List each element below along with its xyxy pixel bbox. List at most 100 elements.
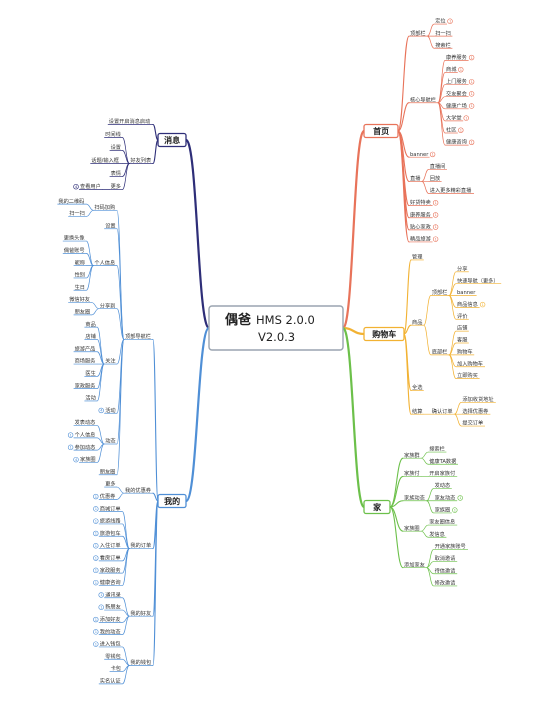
leaf-node[interactable]: 购物车 (456, 347, 475, 355)
leaf-node[interactable]: 设置 (104, 221, 117, 229)
leaf-node[interactable]: 偶爸账号 (62, 246, 87, 254)
leaf-node[interactable]: 朋友圈 (73, 307, 92, 315)
leaf-node[interactable]: 加入购物车 (456, 359, 485, 367)
leaf-node[interactable]: 昵称 (73, 258, 87, 266)
sub-node[interactable]: 核心导航栏 (409, 95, 438, 103)
leaf-node[interactable]: 开启家族付 (428, 469, 458, 477)
leaf-node[interactable]: 表情 (109, 169, 123, 177)
leaf-node[interactable]: 我的二维码 (57, 197, 87, 205)
leaf-node[interactable]: 进入更多精彩直播 (428, 186, 474, 194)
leaf-node[interactable]: 卡包 (109, 664, 123, 672)
leaf-node[interactable]: 添加收货地址 (461, 395, 496, 403)
sub-node[interactable]: 我的优惠券 (124, 486, 153, 494)
leaf-node[interactable]: 微信好友 (68, 295, 92, 303)
leaf-node[interactable]: 分享 (456, 264, 469, 272)
leaf-node[interactable]: 健康TA数据 (428, 457, 458, 465)
leaf-node[interactable]: 零钱包 (104, 652, 123, 660)
leaf-node[interactable]: 更换头像 (62, 234, 87, 242)
branch-family[interactable]: 家 (363, 499, 391, 515)
leaf-node[interactable]: 话题/输入框 (90, 156, 123, 164)
leaf-node[interactable]: 选择优惠券 (461, 407, 491, 415)
leaf-node[interactable]: 评价 (456, 312, 469, 320)
leaf-node[interactable]: 搜索栏 (428, 445, 447, 453)
sub-node[interactable]: 添加家友 (403, 560, 427, 568)
leaf-node[interactable]: 动态 (104, 437, 117, 445)
leaf-node[interactable]: 快速导航（更多） (456, 276, 502, 284)
leaf-node[interactable]: 发动态 (433, 481, 452, 489)
leaf-node[interactable]: 客服 (456, 336, 469, 344)
center-node[interactable]: 偶爸 HMS 2.0.0 V2.0.3 (208, 305, 344, 351)
branch-mine[interactable]: 我的 (157, 493, 187, 509)
leaf-node[interactable]: 顶部栏 (430, 288, 449, 296)
leaf-node[interactable]: 商场服务 (73, 357, 98, 365)
sub-node[interactable]: 家族动态 (403, 493, 427, 501)
leaf-node[interactable]: 底部栏 (430, 347, 449, 355)
sub-node[interactable]: 管理 (411, 253, 424, 261)
leaf-node[interactable]: banner (456, 290, 477, 296)
sub-node[interactable]: 直播 (409, 174, 422, 182)
leaf-node[interactable]: 设置 (109, 143, 123, 151)
leaf-node[interactable]: 活动 (84, 394, 98, 402)
leaf-node[interactable]: 扫一扫 (68, 209, 87, 217)
leaf-node[interactable]: 发信息 (428, 530, 447, 538)
sub-node[interactable]: 设置开启消息启动 (107, 117, 153, 125)
leaf-node[interactable]: 实名认证 (98, 676, 123, 684)
sub-node[interactable]: 家族付 (403, 469, 422, 477)
leaf-node[interactable]: 分享到 (98, 301, 117, 309)
leaf-node[interactable]: 更多 (109, 182, 123, 190)
leaf-node[interactable]: 扫码加购 (93, 203, 117, 211)
leaf-node[interactable]: 家政服务 (73, 381, 98, 389)
leaf-node[interactable]: 活动4 (98, 406, 117, 414)
leaf-node[interactable]: 旅游产品 (73, 344, 98, 352)
branch-cart[interactable]: 购物车 (363, 326, 405, 342)
leaf-node[interactable]: 店铺 (456, 324, 469, 332)
leaf-node[interactable]: 扫一扫 (434, 29, 453, 37)
leaf-node[interactable]: 立即购买 (456, 371, 480, 379)
leaf-node[interactable]: 家友圈信息 (428, 518, 458, 526)
sub-node[interactable]: 家族圈 (403, 524, 422, 532)
leaf-node[interactable]: 回放 (428, 174, 442, 182)
leaf-node[interactable]: 提交订单 (461, 419, 485, 427)
sub-node[interactable]: 顶部栏 (409, 29, 428, 37)
leaf-node[interactable]: 发表动态 (73, 418, 98, 426)
leaf-node[interactable]: 开通家族账号 (433, 542, 468, 550)
leaf-node[interactable]: 朋友圈 (98, 467, 117, 475)
leaf-node[interactable]: 个人信息 (93, 258, 117, 266)
leaf-node[interactable]: 性别 (73, 271, 87, 279)
sub-node[interactable]: 结算 (411, 407, 424, 415)
sub-node[interactable]: 全选 (411, 383, 424, 391)
leaf-node[interactable]: 关注 (104, 357, 117, 365)
sub-node[interactable]: 家族群 (403, 451, 422, 459)
leaf-node[interactable]: 生日 (73, 283, 87, 291)
leaf-node[interactable]: 取消邀请 (433, 554, 458, 562)
sub-node[interactable]: 我的钱包 (129, 658, 153, 666)
sub-node[interactable]: 好友列表 (129, 156, 153, 164)
branch-home[interactable]: 首页 (363, 123, 399, 139)
leaf-node[interactable]: 商品 (84, 320, 98, 328)
